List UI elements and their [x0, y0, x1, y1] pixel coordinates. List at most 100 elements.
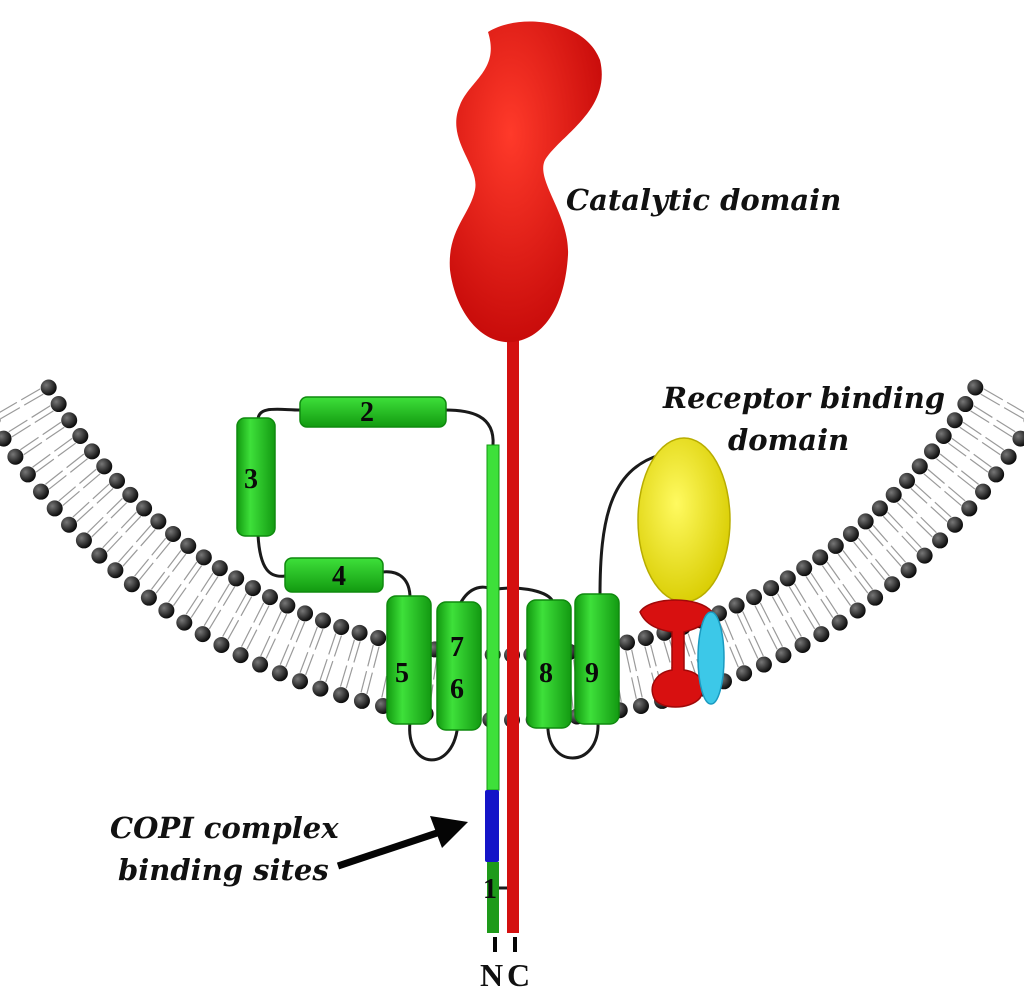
lipid-tail	[155, 575, 170, 594]
lipid-tail	[905, 531, 922, 549]
lipid-head	[728, 597, 745, 614]
lipid-tail	[190, 598, 204, 618]
lipid-tail	[106, 497, 123, 515]
lipid-tail	[777, 593, 789, 614]
lipid-tail	[167, 550, 182, 569]
lipid-head	[279, 597, 296, 614]
lipid-tail	[106, 535, 123, 553]
lipid-head	[932, 532, 949, 549]
lipid-tail	[0, 401, 18, 413]
lipid-tail	[742, 611, 753, 632]
lipid-tail	[882, 515, 899, 533]
lipid-head	[885, 486, 902, 503]
lipid-head	[261, 589, 278, 606]
lipid-tail	[973, 453, 992, 468]
lipid-tail	[794, 583, 807, 603]
lipid-tail	[53, 437, 73, 452]
lipid-head	[158, 602, 175, 619]
lipid-head	[107, 562, 124, 579]
copi-binding-site	[485, 790, 499, 862]
lipid-tail	[45, 470, 64, 485]
lipid-head	[867, 589, 884, 606]
lipid-tail	[45, 426, 65, 441]
lipid-tail	[20, 388, 41, 401]
lipid-tail	[333, 635, 343, 657]
lipid-tail	[76, 506, 94, 522]
copi-label-line2: binding sites	[118, 853, 329, 887]
lipid-tail	[753, 635, 764, 657]
lipid-head	[61, 412, 78, 429]
lipid-tail	[299, 651, 309, 673]
lipid-tail	[916, 521, 933, 538]
helix-1-label: 1	[483, 874, 497, 905]
lipid-tail	[631, 677, 637, 699]
lipid-tail	[636, 675, 643, 698]
lipid-tail	[962, 421, 982, 436]
lipid-tail	[32, 453, 51, 468]
terminus-ticks	[493, 937, 517, 952]
copi-arrow	[336, 816, 468, 870]
copi-label-line1: COPI complex	[110, 811, 339, 845]
lipid-tail	[901, 535, 918, 553]
lipid-tail	[246, 629, 258, 650]
lipid-tail	[1006, 401, 1024, 413]
lipid-tail	[217, 583, 230, 603]
lipid-tail	[826, 561, 841, 581]
lipid-tail	[8, 419, 28, 433]
lipid-tail	[96, 488, 114, 504]
lipid-tail	[724, 619, 734, 641]
lipid-head	[898, 472, 915, 489]
lipid-tail	[72, 501, 90, 518]
helix-4	[284, 557, 384, 593]
lipid-tail	[69, 458, 88, 473]
lipid-tail	[138, 562, 154, 581]
lipid-head	[75, 532, 92, 549]
lipid-head	[794, 636, 811, 653]
helix-6-7	[436, 601, 482, 731]
lipid-tail	[874, 558, 890, 577]
lipid-tail	[102, 531, 119, 549]
lipid-tail	[802, 609, 816, 630]
lipid-tail	[34, 410, 54, 424]
helix-labels: 2 3 4 5 7 6 8 9 1	[244, 397, 599, 905]
lipid-tail	[872, 525, 889, 543]
lipid-head	[900, 562, 917, 579]
lipid-tail	[825, 595, 839, 615]
lipid-tail	[910, 488, 928, 504]
lipid-tail	[150, 571, 166, 590]
lipid-head	[194, 626, 211, 643]
lipid-tail	[309, 626, 318, 648]
lipid-tail	[788, 586, 802, 606]
lipid-head	[916, 547, 933, 564]
lipid-tail	[981, 441, 1001, 456]
lipid-tail	[276, 613, 288, 635]
lipid-tail	[140, 529, 156, 547]
helix-8-label: 8	[539, 658, 553, 689]
lipid-tail	[853, 541, 869, 560]
lipid-head	[812, 549, 829, 566]
lipid-head	[312, 680, 329, 697]
lipid-tail	[172, 587, 187, 606]
lipid-tail	[62, 490, 80, 506]
lipid-tail	[805, 576, 819, 596]
lipid-tail	[92, 483, 110, 500]
lipid-tail	[766, 629, 778, 650]
lipid-head	[7, 448, 24, 465]
lipid-tail	[151, 537, 167, 556]
lipid-tail	[837, 553, 853, 572]
lipid-tail	[295, 621, 306, 643]
lipid-head	[911, 458, 928, 475]
lipid-tail	[328, 633, 337, 655]
lipid-head	[61, 516, 78, 533]
lipid-head	[370, 629, 387, 646]
lipid-tail	[11, 424, 31, 438]
lipid-head	[244, 580, 261, 597]
lipid-head	[180, 537, 197, 554]
lipid-head	[211, 560, 228, 577]
lipid-head	[849, 602, 866, 619]
lipid-tail	[631, 649, 637, 672]
lipid-head	[351, 624, 368, 641]
lipid-tail	[896, 502, 914, 519]
lipid-head	[232, 647, 249, 664]
